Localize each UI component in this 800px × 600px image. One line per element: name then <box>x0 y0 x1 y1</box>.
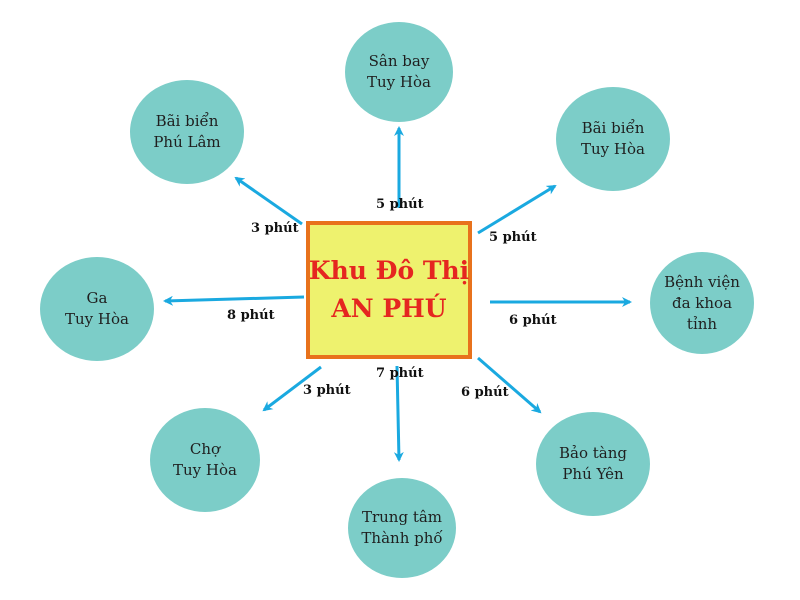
arrow-bao-tang <box>477 356 542 414</box>
arrow-cho <box>262 365 322 412</box>
time-label-cho: 3 phút <box>303 383 351 398</box>
node-label-line2: Tuy Hòa <box>581 140 645 158</box>
node-label-line1: Bệnh viện <box>664 272 740 291</box>
node-label-line1: Chợ <box>189 440 221 458</box>
arrow-ga <box>163 295 305 306</box>
node-bao-tang: Bảo tàng Phú Yên <box>536 412 650 516</box>
arrow-bai-bien-th <box>477 184 557 235</box>
node-trung-tam: Trung tâm Thành phố <box>348 478 456 578</box>
time-label-benh-vien: 6 phút <box>509 313 557 328</box>
node-label-line1: Sân bay <box>368 52 430 70</box>
node-label-line2: Thành phố <box>361 529 443 547</box>
time-label-bai-bien-pl: 3 phút <box>251 221 299 236</box>
center-title-line1: Khu Đô Thị <box>308 256 470 285</box>
time-label-trung-tam: 7 phút <box>376 366 424 381</box>
node-label-line1: Bảo tàng <box>559 444 627 462</box>
node-label-line2: Tuy Hòa <box>65 310 129 328</box>
arrow-bai-bien-pl <box>234 176 303 226</box>
node-label-line2: Tuy Hòa <box>173 461 237 479</box>
time-label-bai-bien-th: 5 phút <box>489 230 537 245</box>
time-label-san-bay: 5 phút <box>376 197 424 212</box>
node-label-line3: tỉnh <box>686 314 718 333</box>
node-cho: Chợ Tuy Hòa <box>150 408 260 512</box>
center-title-line2: AN PHÚ <box>331 294 447 323</box>
node-label-line1: Trung tâm <box>361 508 443 526</box>
node-bai-bien-phu-lam: Bãi biển Phú Lâm <box>130 80 244 184</box>
arrow-trung-tam <box>393 365 404 462</box>
node-label-line2: Phú Lâm <box>153 133 221 151</box>
node-label-line2: Tuy Hòa <box>367 73 431 91</box>
node-ga: Ga Tuy Hòa <box>40 257 154 361</box>
node-san-bay: Sân bay Tuy Hòa <box>345 22 453 122</box>
node-label-line2: đa khoa <box>671 293 733 312</box>
node-label-line2: Phú Yên <box>562 465 624 483</box>
node-label-line1: Bãi biển <box>155 112 219 130</box>
time-label-ga: 8 phút <box>227 308 275 323</box>
time-label-bao-tang: 6 phút <box>461 385 509 400</box>
node-label-line1: Ga <box>86 289 108 307</box>
node-bai-bien-tuy-hoa: Bãi biển Tuy Hòa <box>556 87 670 191</box>
center-box: Khu Đô Thị AN PHÚ <box>306 221 472 359</box>
node-benh-vien: Bệnh viện đa khoa tỉnh <box>650 252 754 354</box>
node-label-line1: Bãi biển <box>581 119 645 137</box>
